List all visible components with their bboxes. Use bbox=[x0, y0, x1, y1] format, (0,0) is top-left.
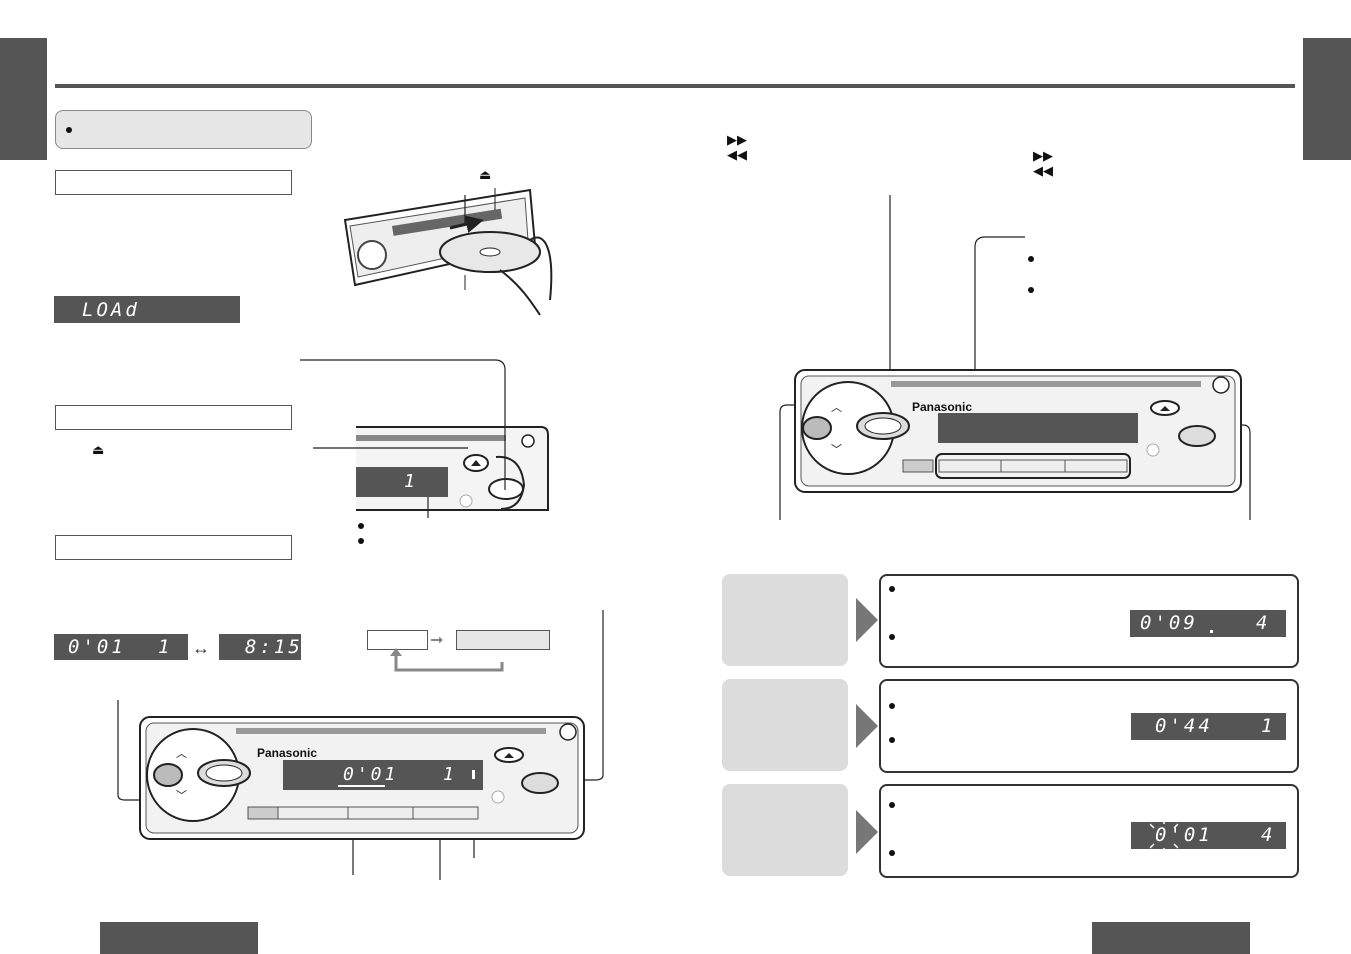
brand-logo: Panasonic bbox=[912, 400, 973, 414]
note-box bbox=[55, 110, 312, 149]
lcd-rew: 0'44 1 bbox=[1131, 713, 1286, 740]
info-box-ff: 0'09 4 bbox=[879, 574, 1299, 668]
right-tab bbox=[1303, 38, 1351, 160]
bullet-icon bbox=[889, 586, 895, 592]
mode-box-rew bbox=[722, 679, 848, 771]
bullet-icon bbox=[1028, 287, 1034, 293]
rewind-icon: ◀◀ bbox=[727, 147, 747, 162]
flow-box-b bbox=[456, 630, 550, 650]
bullet-icon bbox=[358, 523, 364, 529]
lcd-rew-track: 1 bbox=[1261, 715, 1276, 737]
fast-forward-icon: ▶▶ bbox=[1033, 148, 1053, 163]
footer-tab-left bbox=[100, 922, 258, 954]
up-chevron-icon: ︿ bbox=[176, 748, 187, 760]
bullet-icon bbox=[889, 703, 895, 709]
bullet-icon bbox=[889, 634, 895, 640]
left-tab bbox=[0, 38, 47, 160]
lcd-clock: 8:15 bbox=[219, 634, 301, 660]
lcd-dot bbox=[1210, 630, 1213, 633]
flow-arrow-icon: ➞ bbox=[430, 632, 444, 649]
flow-box-a bbox=[367, 630, 428, 650]
lcd-play-time-text: 0'01 bbox=[68, 636, 126, 658]
info-box-rew: 0'44 1 bbox=[879, 679, 1299, 773]
lcd-load-text: LOAd bbox=[82, 299, 140, 321]
lcd-clock-text: 8:15 bbox=[245, 636, 303, 658]
lcd-play-time: 0'01 1 bbox=[54, 634, 188, 660]
arrow-icon bbox=[856, 704, 878, 748]
lcd-scan-track: 4 bbox=[1261, 824, 1276, 846]
footer-tab-right bbox=[1092, 922, 1250, 954]
lcd-load: LOAd bbox=[54, 296, 240, 323]
lcd-ff-track: 4 bbox=[1256, 612, 1271, 634]
arrow-icon bbox=[856, 598, 878, 642]
step-box-insert bbox=[55, 170, 292, 195]
bullet-icon bbox=[889, 802, 895, 808]
lcd-scan: 0'01 4 bbox=[1131, 822, 1286, 849]
brand-logo: Panasonic bbox=[257, 746, 318, 760]
lcd-ff-time: 0'09 bbox=[1140, 612, 1198, 634]
lcd-ff: 0'09 4 bbox=[1130, 610, 1286, 637]
flash-icon bbox=[1149, 818, 1179, 854]
flow-return-line bbox=[390, 648, 504, 672]
down-chevron-icon: ﹀ bbox=[831, 444, 842, 456]
lcd-small-track: 1 bbox=[356, 467, 448, 497]
step-box-display bbox=[55, 535, 292, 560]
header-rule bbox=[55, 84, 1295, 88]
down-chevron-icon: ﹀ bbox=[176, 790, 187, 802]
bullet-icon bbox=[358, 538, 364, 544]
rewind-icon: ◀◀ bbox=[1033, 163, 1053, 178]
main-faceplate-right bbox=[794, 369, 1242, 493]
bullet-icon bbox=[66, 127, 72, 133]
lcd-main: 0'01 1 bbox=[283, 760, 483, 790]
info-box-scan: 0'01 4 bbox=[879, 784, 1299, 878]
lcd-scan-time: 0'01 bbox=[1155, 824, 1213, 846]
lcd-main-track: 1 bbox=[443, 764, 457, 785]
lcd-main-time: 0'01 bbox=[343, 764, 399, 785]
arrow-icon bbox=[856, 810, 878, 854]
bullet-icon bbox=[889, 850, 895, 856]
eject-icon: ⏏ bbox=[479, 167, 492, 182]
main-faceplate-left bbox=[139, 716, 585, 840]
bullet-icon bbox=[889, 737, 895, 743]
lcd-play-track-text: 1 bbox=[158, 636, 173, 658]
lcd-rew-time: 0'44 bbox=[1155, 715, 1213, 737]
bullet-icon bbox=[1028, 256, 1034, 262]
disc-insert-illustration bbox=[343, 188, 553, 316]
lcd-small-track-text: 1 bbox=[404, 471, 418, 492]
mode-box-ff bbox=[722, 574, 848, 666]
up-chevron-icon: ︿ bbox=[831, 402, 842, 414]
mode-box-scan bbox=[722, 784, 848, 876]
double-arrow-icon: ↔ bbox=[192, 638, 210, 658]
step-box-eject bbox=[55, 405, 292, 430]
fast-forward-icon: ▶▶ bbox=[727, 132, 747, 147]
eject-icon: ⏏ bbox=[92, 442, 105, 457]
